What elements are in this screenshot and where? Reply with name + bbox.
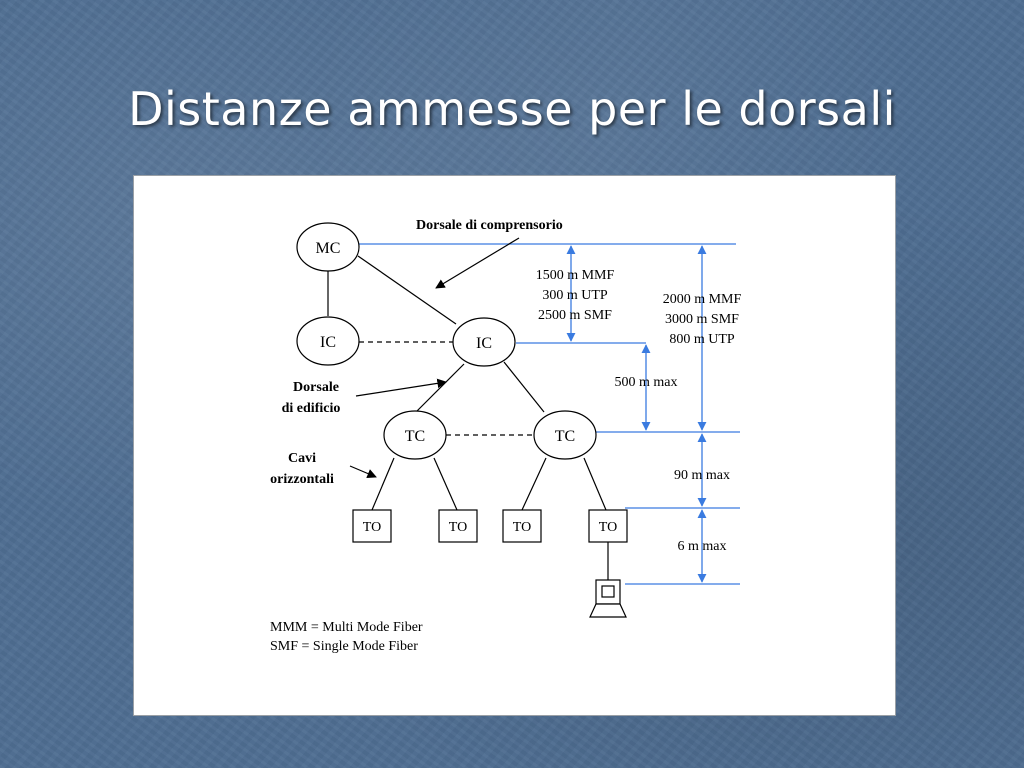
legend-line-2: SMF = Single Mode Fiber bbox=[270, 639, 418, 654]
distance-tc-mc-line-1: 2000 m MMF bbox=[663, 292, 742, 307]
arrow-dorsale-edificio bbox=[355, 378, 447, 397]
node-to-4: TO bbox=[588, 509, 628, 543]
node-mc-label: MC bbox=[316, 240, 341, 257]
link-ic-tc-left bbox=[413, 363, 465, 415]
label-cavi-2: orizzontali bbox=[270, 472, 334, 487]
distance-ic-mc-line-1: 1500 m MMF bbox=[536, 268, 615, 283]
node-ic-left-label: IC bbox=[320, 334, 336, 351]
legend: MMM = Multi Mode Fiber SMF = Single Mode… bbox=[270, 620, 423, 654]
node-ic-left: IC bbox=[296, 316, 360, 366]
distance-ic-mc-line-2: 300 m UTP bbox=[542, 288, 608, 303]
node-to-1: TO bbox=[352, 509, 392, 543]
node-to-4-label: TO bbox=[599, 520, 617, 535]
distance-ic-mc: 1500 m MMF 300 m UTP 2500 m SMF bbox=[536, 268, 615, 323]
computer-icon bbox=[589, 579, 627, 618]
node-tc-right: TC bbox=[533, 410, 597, 460]
distance-tc-mc: 2000 m MMF 3000 m SMF 800 m UTP bbox=[663, 292, 742, 347]
distance-tc-mc-line-2: 3000 m SMF bbox=[665, 312, 739, 327]
diagram-canvas: MC IC IC TC TC TO TO TO bbox=[270, 218, 742, 654]
node-tc-left-label: TC bbox=[405, 428, 425, 445]
label-dorsale-edificio-2: di edificio bbox=[282, 401, 341, 416]
label-cavi-1: Cavi bbox=[288, 451, 316, 466]
node-ic-center-label: IC bbox=[476, 335, 492, 352]
node-mc: MC bbox=[296, 222, 360, 272]
link-tc-to2 bbox=[433, 457, 458, 511]
node-to-3: TO bbox=[502, 509, 542, 543]
slide-title: Distanze ammesse per le dorsali bbox=[128, 82, 896, 136]
node-tc-right-label: TC bbox=[555, 428, 575, 445]
annotation-arrows bbox=[349, 237, 520, 479]
link-tc-to3 bbox=[521, 457, 547, 511]
node-to-3-label: TO bbox=[513, 520, 531, 535]
node-ic-center: IC bbox=[452, 317, 516, 367]
label-dorsale-edificio-1: Dorsale bbox=[293, 380, 339, 395]
node-tc-left: TC bbox=[383, 410, 447, 460]
distance-tc-mc-line-3: 800 m UTP bbox=[669, 332, 735, 347]
tree-links bbox=[327, 255, 609, 580]
distance-pc-to: 6 m max bbox=[678, 539, 727, 554]
measure-reference-lines bbox=[358, 243, 740, 585]
node-to-2: TO bbox=[438, 509, 478, 543]
node-to-1-label: TO bbox=[363, 520, 381, 535]
link-tc-to1 bbox=[371, 457, 395, 511]
distance-to-tc: 90 m max bbox=[674, 468, 730, 483]
link-ic-tc-right bbox=[503, 361, 545, 413]
link-tc-to4 bbox=[583, 457, 607, 511]
node-to-2-label: TO bbox=[449, 520, 467, 535]
link-mc-ic-center bbox=[357, 255, 457, 325]
legend-line-1: MMM = Multi Mode Fiber bbox=[270, 620, 423, 635]
distance-tc-ic: 500 m max bbox=[615, 375, 678, 390]
label-dorsale-comprensorio: Dorsale di comprensorio bbox=[416, 218, 563, 233]
distance-ic-mc-line-3: 2500 m SMF bbox=[538, 308, 612, 323]
measure-arrows bbox=[566, 245, 707, 583]
arrow-dorsale-comprensorio bbox=[435, 237, 520, 289]
arrow-cavi-orizzontali bbox=[349, 465, 377, 479]
network-diagram: MC IC IC TC TC TO TO TO bbox=[133, 175, 896, 716]
